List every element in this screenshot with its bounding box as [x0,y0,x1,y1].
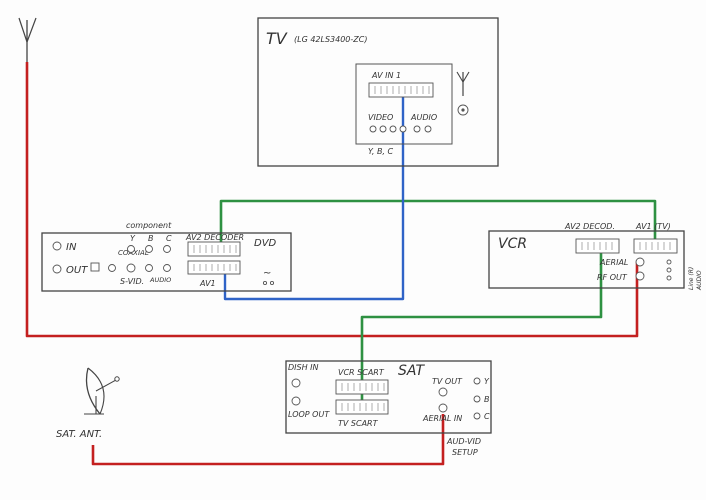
vcr-av2-label: AV2 DECOD. [564,222,615,231]
dvd-out-label: OUT [66,265,88,276]
sat-vcr-scart-label: VCR SCART [338,368,385,377]
vcr-title: VCR [498,236,527,252]
tv-av-in-label: AV IN 1 [371,71,401,80]
tv-title: TV [266,29,288,48]
tv-audio-label: AUDIO [410,113,437,122]
green-cable-dvd-vcr [219,199,657,256]
sat-tv-scart-port [335,399,389,415]
tv-antenna-icon [456,71,470,96]
tv-ybc-label: Y, B, C [368,147,394,156]
sat-aerial-in-jack [438,403,448,413]
sat-aud-vid-label: AUD-VID [446,437,481,446]
sat-tv-out-label: TV OUT [432,377,463,386]
sat-device: SAT DISH IN LOOP OUT VCR SCART TV SCART … [285,360,492,457]
dvd-av2-label: AV2 DECODER [185,233,244,242]
sat-c-label: C [484,412,490,421]
sat-aerial-in-label: AERIAL IN [422,414,462,423]
tv-rca-jacks [369,125,432,133]
vcr-av1-label: AV1 (TV) [635,222,671,231]
vcr-aerial-jack [635,257,645,267]
sat-dish-in-label: DISH IN [288,363,319,372]
sat-tv-scart-label: TV SCART [338,419,379,428]
sat-title: SAT [398,363,425,379]
dvd-c-label: C [166,234,172,243]
sat-vcr-scart-port [335,379,389,395]
dvd-power-symbol: ~ [263,268,271,279]
vcr-av2-scart-port [575,238,620,254]
blue-cable-tv-dvd [223,89,405,301]
tv-device: TV (LG 42LS3400-ZC) AV IN 1 VIDEO AUDIO … [257,17,499,167]
vcr-aerial-label: AERIAL [599,258,628,267]
sat-tv-out-jack [438,387,448,397]
dvd-in-label: IN [66,242,77,253]
antenna-icon [18,17,37,62]
dvd-av1-label: AV1 [199,279,216,288]
vcr-side-line-label: Line (R) [688,267,695,290]
dvd-y-label: Y [130,234,136,243]
vcr-rfout-label: RF OUT [597,273,628,282]
dvd-coaxial-label: COAXIAL [118,249,149,257]
dvd-av2-scart-port [187,241,241,257]
dvd-av1-scart-port [187,260,241,275]
dvd-out-jack [52,264,62,274]
green-cable-vcr-sat [360,242,603,402]
sat-setup-label: SETUP [452,448,478,457]
vcr-device: VCR AV2 DECOD. AV1 (TV) AERIAL RF OUT Li… [488,222,703,291]
sat-antenna-label: SAT. ANT. [56,429,102,440]
vcr-av1-scart-port [633,238,678,254]
sat-y-label: Y [484,377,490,386]
sat-loop-out-label: LOOP OUT [288,410,330,419]
dvd-coaxial-jack [108,264,116,272]
sat-dish-in-jack [291,378,301,388]
red-cable-sat-antenna [91,414,445,466]
dvd-component-label: component [126,221,172,230]
tv-video-label: VIDEO [368,113,393,122]
sat-loop-out-jack [291,396,301,406]
dvd-optical-port [90,262,100,272]
dvd-in-jack [52,241,62,251]
vcr-rfout-jack [635,271,645,281]
tv-scart-port [368,82,434,98]
satellite-dish-icon [84,367,120,415]
dvd-title: DVD [254,238,277,249]
tv-model: (LG 42LS3400-ZC) [294,35,367,44]
dvd-svid-label: S-VID. [120,277,144,286]
dvd-device: component DVD IN OUT COAXIAL Y B C S-VID… [41,221,292,292]
dvd-svideo-jack [126,263,136,273]
vcr-side-audio-label: AUDIO [696,270,703,291]
red-cable-antenna [25,62,639,338]
sat-b-label: B [484,395,490,404]
dvd-audio-label: AUDIO [149,276,171,284]
dvd-b-label: B [148,234,154,243]
